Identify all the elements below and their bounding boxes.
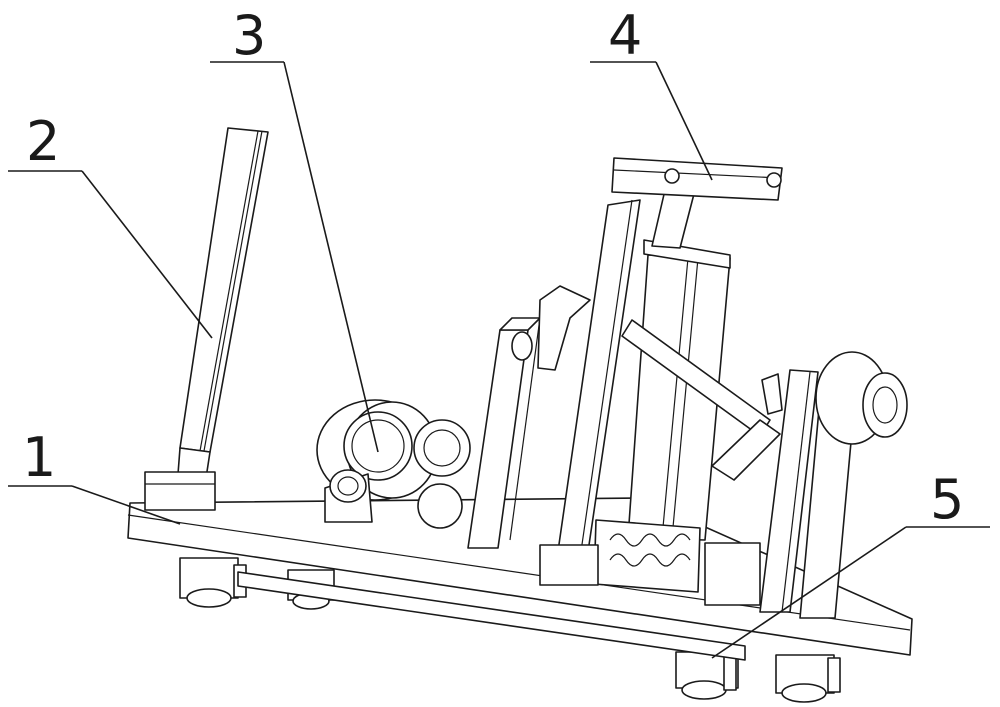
callout-5: 5 <box>711 468 990 659</box>
wheel-rear-mid <box>675 651 739 700</box>
callout-2: 2 <box>8 110 213 339</box>
callout-4: 4 <box>590 4 713 181</box>
wheel-front-left <box>179 557 247 608</box>
callout-2-label: 2 <box>26 110 60 173</box>
axle-rod <box>237 571 746 661</box>
callout-1: 1 <box>8 426 181 525</box>
left-upright <box>467 285 591 549</box>
guide-column <box>144 127 269 511</box>
callout-5-label: 5 <box>930 468 964 531</box>
right-roller <box>759 351 908 619</box>
spring-mechanism <box>539 519 761 606</box>
callout-1-label: 1 <box>22 426 56 489</box>
callout-4-label: 4 <box>608 4 642 67</box>
callout-3: 3 <box>210 4 379 453</box>
gear-assembly <box>316 399 471 529</box>
lift-assembly <box>554 157 783 573</box>
wheel-rear-right <box>775 654 841 703</box>
callout-3-label: 3 <box>232 4 266 67</box>
